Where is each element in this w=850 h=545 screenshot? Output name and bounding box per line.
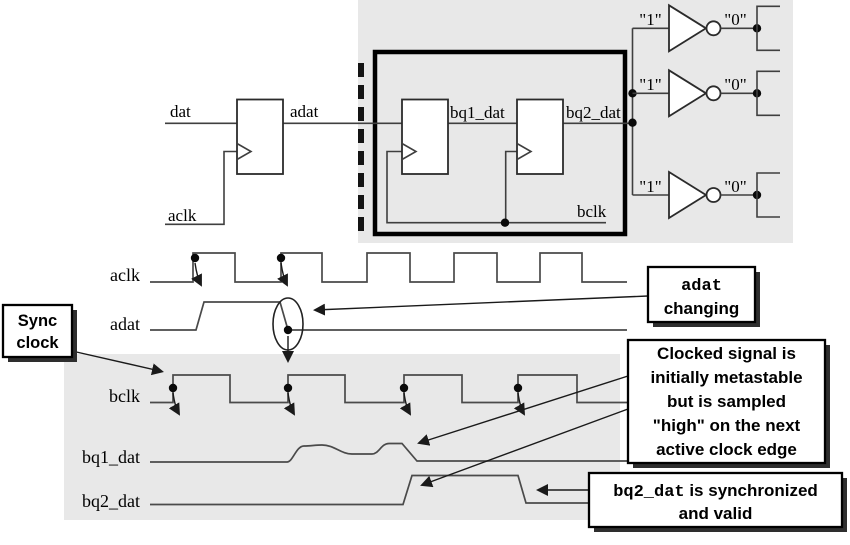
bclk-label: bclk <box>577 202 607 221</box>
bclk-edge-arrow-1 <box>168 392 180 416</box>
inverter-3-input-value: "1" <box>639 177 661 196</box>
bclk-edge-dot-2 <box>283 383 293 393</box>
flip-flop-aclk <box>236 98 284 175</box>
aclk-wire <box>165 150 237 226</box>
adat-changing-text-line1: adat <box>681 277 722 296</box>
wave-bq2-dat-label: bq2_dat <box>82 491 140 511</box>
inverter-2-triangle-icon <box>668 68 708 118</box>
inverter-2: "1" "0" <box>632 68 780 118</box>
aclk-edge-arrow-1 <box>191 262 202 287</box>
bq2-valid-text-line1: bq2_dat is synchronized <box>613 481 818 502</box>
aclk-edge-dot-1 <box>190 253 200 263</box>
bclk-edge-arrow-3 <box>399 392 411 416</box>
bclk-edge-dot-4 <box>513 383 523 393</box>
inverter-3-load-bracket <box>756 172 780 218</box>
bus-junction-dot-2 <box>628 118 637 127</box>
metastable-connector-arrow-1 <box>417 375 629 446</box>
dat-label: dat <box>170 102 191 121</box>
inverter-1-triangle-icon <box>668 3 708 53</box>
inverter-1: "1" "0" <box>632 3 780 53</box>
sync-clock-text-line2: clock <box>16 334 59 352</box>
inverter-2-bubble-icon <box>705 85 722 102</box>
upper-circuit: dat adat aclk bq1_dat bq2_dat bclk "1" "… <box>165 0 793 243</box>
adat-changing-box <box>646 265 757 324</box>
bclk-ff3-branch <box>504 150 517 223</box>
metastable-text-line1: Clocked signal is <box>657 344 796 363</box>
aclk-waveform <box>150 252 627 283</box>
wave-aclk-label: aclk <box>110 265 140 285</box>
metastable-text-line4: "high" on the next <box>653 416 801 435</box>
bclk-edge-dot-3 <box>399 383 409 393</box>
bq2-valid-text-line2: and valid <box>679 504 753 523</box>
bclk-domain-wave-panel <box>64 354 620 520</box>
bclk-edge-arrow-2 <box>283 392 295 416</box>
bq2-dat-label: bq2_dat <box>566 103 621 122</box>
bq1-dat-waveform-metastable <box>150 442 627 463</box>
ff3-body <box>516 98 564 175</box>
bq2-dat-waveform <box>150 474 589 506</box>
adat-changing-text-line2: changing <box>664 299 740 318</box>
metastable-text-line2: initially metastable <box>650 368 802 387</box>
adat-transition-dot <box>283 325 293 335</box>
bclk-wire <box>386 150 606 224</box>
bq1-dat-label: bq1_dat <box>450 103 505 122</box>
inverter-1-output-value: "0" <box>724 10 746 29</box>
wave-adat-label: adat <box>110 314 140 334</box>
bclk-edge-dot-1 <box>168 383 178 393</box>
adat-changing-callout: adat changing <box>646 265 760 327</box>
ff2-body <box>401 98 449 175</box>
callouts: Sync clock adat changing Clocked signal … <box>1 265 847 532</box>
inverter-2-input-value: "1" <box>639 75 661 94</box>
aclk-edge-arrow-2 <box>277 262 288 287</box>
inverter-1-bubble-icon <box>705 20 722 37</box>
inverter-3: "1" "0" <box>632 170 780 220</box>
wave-bclk-label: bclk <box>109 386 140 406</box>
metastable-text-line3: but is sampled <box>667 392 786 411</box>
waveform-panel: aclk adat bclk bq1_dat bq2_dat <box>64 252 627 520</box>
inverter-3-bubble-icon <box>705 187 722 203</box>
ff3-clock-chevron-icon <box>516 142 533 161</box>
bclk-edge-arrow-4 <box>513 392 525 416</box>
bq2-valid-callout: bq2_dat is synchronized and valid <box>587 471 847 532</box>
adat-label: adat <box>290 102 319 121</box>
metastable-connector-arrow-2 <box>420 408 629 488</box>
ff1-clock-chevron-icon <box>236 142 253 161</box>
sync-clock-text-line1: Sync <box>18 312 57 330</box>
bq2-valid-line1-rest: is synchronized <box>685 481 818 500</box>
inverter-1-input-value: "1" <box>639 10 661 29</box>
sync-clock-connector-arrow <box>71 350 164 376</box>
synchronizer-module-box <box>372 49 628 237</box>
inverter-3-output-value: "0" <box>724 177 746 196</box>
aclk-edge-dot-2 <box>276 253 286 263</box>
sync-clock-callout: Sync clock <box>1 303 77 362</box>
metastable-box <box>626 338 827 465</box>
inverter-3-triangle-icon <box>668 170 708 220</box>
inverter-2-output-value: "0" <box>724 75 746 94</box>
bclk-junction-dot <box>500 218 510 227</box>
ff2-clock-chevron-icon <box>401 142 418 161</box>
aclk-label: aclk <box>168 206 197 225</box>
adat-changing-connector-arrow <box>313 295 649 316</box>
flip-flop-bq1 <box>401 98 449 175</box>
bq2-valid-box <box>587 471 844 529</box>
wave-bq1-dat-label: bq1_dat <box>82 447 140 467</box>
sync-clock-box <box>1 303 74 359</box>
flip-flop-bq2 <box>516 98 564 175</box>
metastable-callout: Clocked signal is initially metastable b… <box>626 338 830 468</box>
inverter-1-load-bracket <box>756 5 780 52</box>
ff1-body <box>236 98 284 175</box>
bq2-valid-signal-name: bq2_dat <box>613 483 684 502</box>
inverter-2-load-bracket <box>756 70 780 117</box>
metastable-text-line5: active clock edge <box>656 440 797 459</box>
adat-waveform <box>150 301 627 331</box>
bclk-waveform <box>150 374 627 404</box>
